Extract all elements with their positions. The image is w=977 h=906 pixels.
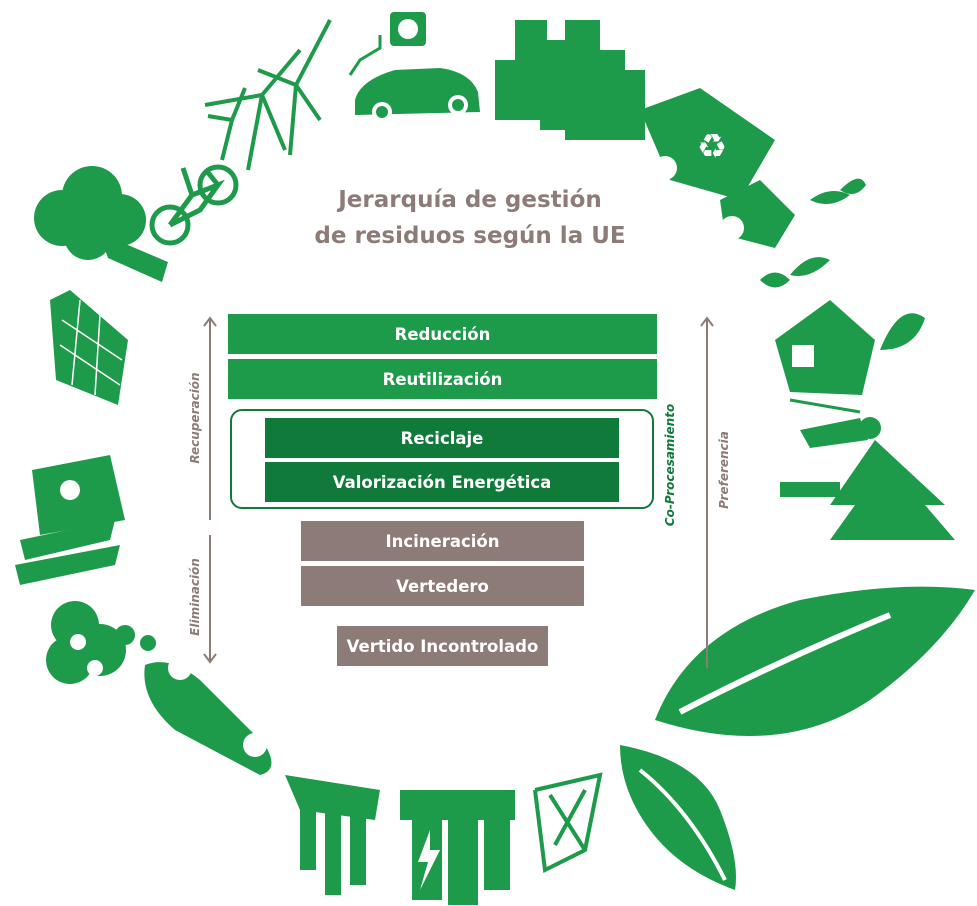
eliminacion-arrow bbox=[203, 535, 217, 664]
factory-icon bbox=[285, 775, 380, 895]
title-line-1: Jerarquía de gestión bbox=[338, 187, 602, 213]
wind-turbine-icon bbox=[204, 19, 332, 171]
city-buildings-icon bbox=[495, 20, 645, 140]
pine-tree-icon bbox=[780, 440, 955, 540]
level-reciclaje: Reciclaje bbox=[265, 418, 619, 458]
level-incineracion: Incineración bbox=[301, 521, 584, 561]
small-leaf-icon bbox=[620, 745, 736, 890]
arrows bbox=[203, 316, 714, 668]
diagram-title: Jerarquía de gestión de residuos según l… bbox=[220, 182, 720, 254]
level-vertedero: Vertedero bbox=[301, 566, 584, 606]
nuclear-plant-icon bbox=[15, 455, 125, 585]
diver-icon bbox=[789, 398, 881, 448]
level-vertido-incontrolado: Vertido Incontrolado bbox=[337, 626, 548, 666]
label-preferencia: Preferencia bbox=[717, 431, 731, 509]
plug-icon bbox=[348, 12, 426, 76]
label-coprocesamiento: Co-Procesamiento bbox=[663, 403, 677, 527]
title-line-2: de residuos según la UE bbox=[314, 223, 626, 249]
green-car-icon bbox=[144, 656, 272, 775]
electric-car-icon bbox=[355, 68, 480, 122]
power-tower-icon bbox=[533, 772, 603, 874]
battery-icon bbox=[400, 790, 515, 905]
solar-panel-icon bbox=[50, 290, 128, 405]
sprout-icon bbox=[760, 178, 866, 288]
svg-text:♻: ♻ bbox=[697, 127, 727, 167]
large-leaf-icon bbox=[655, 586, 975, 736]
label-eliminacion: Eliminación bbox=[188, 558, 202, 636]
label-recuperacion: Recuperación bbox=[188, 372, 202, 464]
level-reduccion: Reducción bbox=[228, 314, 657, 354]
preferencia-arrow bbox=[700, 316, 714, 668]
house-icon bbox=[775, 300, 925, 395]
level-valorizacion-energetica: Valorización Energética bbox=[265, 462, 619, 502]
recycling-truck-icon: ♻ bbox=[640, 88, 795, 248]
level-reutilizacion: Reutilización bbox=[228, 359, 657, 399]
recuperacion-arrow bbox=[203, 316, 217, 520]
co2-cloud-icon bbox=[46, 601, 156, 684]
bicycle-icon bbox=[149, 164, 239, 246]
tree-icon bbox=[34, 166, 168, 282]
coprocesamiento-box bbox=[230, 409, 654, 509]
